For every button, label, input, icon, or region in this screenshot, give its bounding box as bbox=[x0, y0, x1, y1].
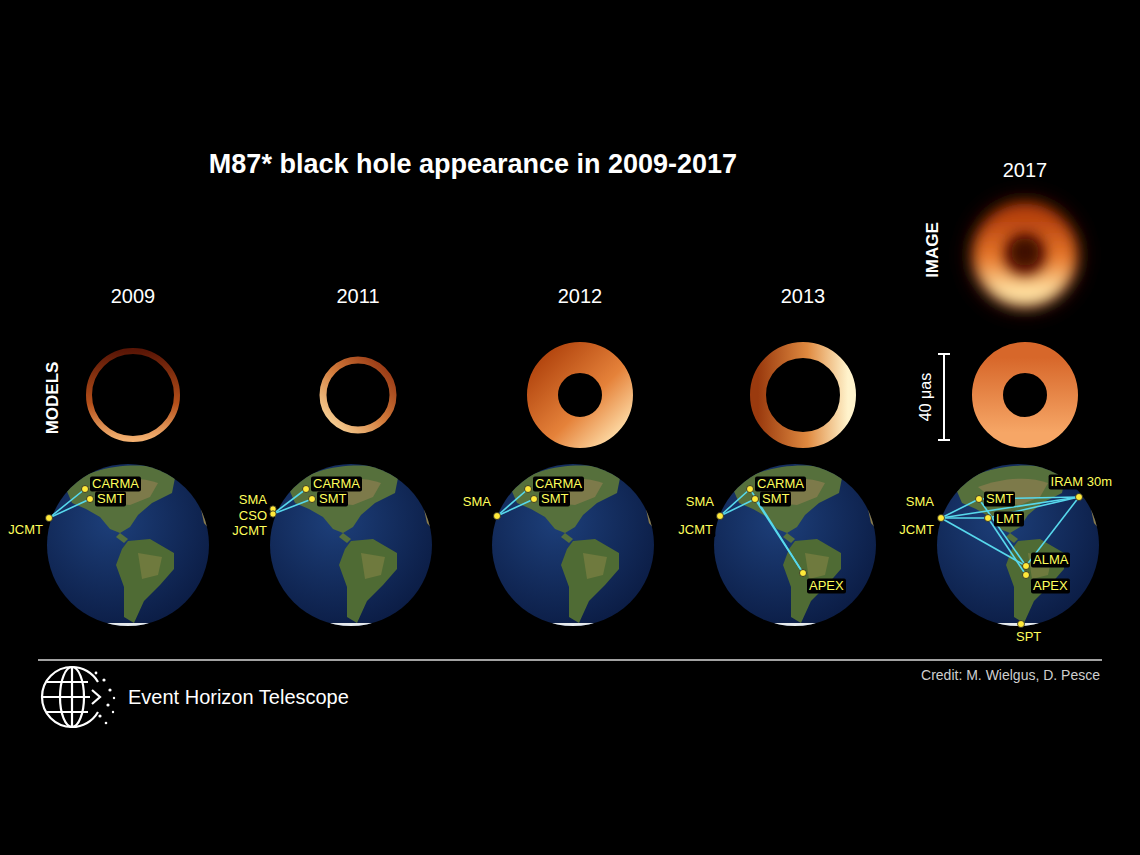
station-label: SMA bbox=[684, 495, 716, 510]
year-label: 2011 bbox=[336, 285, 379, 308]
diagram-title: M87* black hole appearance in 2009-2017 bbox=[209, 149, 737, 180]
station-label: SMT bbox=[95, 492, 126, 507]
scale-label: 40 μas bbox=[917, 373, 935, 421]
station-label: SPT bbox=[1014, 630, 1043, 645]
year-label: 2009 bbox=[111, 285, 156, 308]
station-label: SMA bbox=[904, 495, 936, 510]
earth-globe bbox=[270, 464, 437, 631]
model-ring bbox=[758, 350, 848, 440]
eht-logo-dots bbox=[95, 672, 116, 725]
earth-globe bbox=[47, 464, 214, 631]
station-label: CARMA bbox=[311, 477, 362, 492]
station-label: SMT bbox=[760, 492, 791, 507]
image-shadow bbox=[1011, 238, 1039, 266]
station-label: CARMA bbox=[533, 477, 584, 492]
row-label: IMAGE bbox=[923, 222, 943, 278]
year-label: 2012 bbox=[558, 285, 603, 308]
station-label: CARMA bbox=[755, 477, 806, 492]
year-label: 2013 bbox=[781, 285, 826, 308]
station-label: ALMA bbox=[1031, 553, 1070, 568]
year-label: 2017 bbox=[1003, 159, 1048, 182]
station-label: CSO bbox=[237, 509, 269, 524]
baselines bbox=[49, 489, 1079, 575]
model-ring bbox=[323, 360, 393, 430]
model-ring bbox=[543, 358, 618, 433]
station-label: SMA bbox=[461, 495, 493, 510]
row-label: MODELS bbox=[43, 362, 63, 435]
station-label: SMT bbox=[984, 492, 1015, 507]
station-label: SMA bbox=[237, 493, 269, 508]
station-label: APEX bbox=[807, 579, 846, 594]
divider-line bbox=[38, 659, 1102, 661]
station-label: SMT bbox=[317, 492, 348, 507]
station-label: SMT bbox=[539, 492, 570, 507]
scale-bar bbox=[938, 354, 950, 440]
earth-globe bbox=[492, 464, 659, 631]
station-label: LMT bbox=[994, 512, 1024, 527]
station-label: APEX bbox=[1031, 579, 1070, 594]
station-label: CARMA bbox=[90, 477, 141, 492]
org-name: Event Horizon Telescope bbox=[128, 686, 349, 709]
credit-note: Credit: M. Wielgus, D. Pesce bbox=[921, 667, 1100, 683]
black-hole-image bbox=[989, 219, 1061, 291]
station-label: JCMT bbox=[6, 523, 45, 538]
station-label: JCMT bbox=[676, 523, 715, 538]
station-label: JCMT bbox=[230, 524, 269, 539]
model-ring bbox=[988, 358, 1063, 433]
station-label: JCMT bbox=[897, 523, 936, 538]
model-ring bbox=[89, 351, 177, 439]
image-halo bbox=[973, 203, 1077, 307]
earth-globe bbox=[714, 464, 881, 631]
eht-logo bbox=[42, 667, 100, 727]
station-label: IRAM 30m bbox=[1049, 475, 1114, 490]
station-dots bbox=[46, 486, 1083, 628]
